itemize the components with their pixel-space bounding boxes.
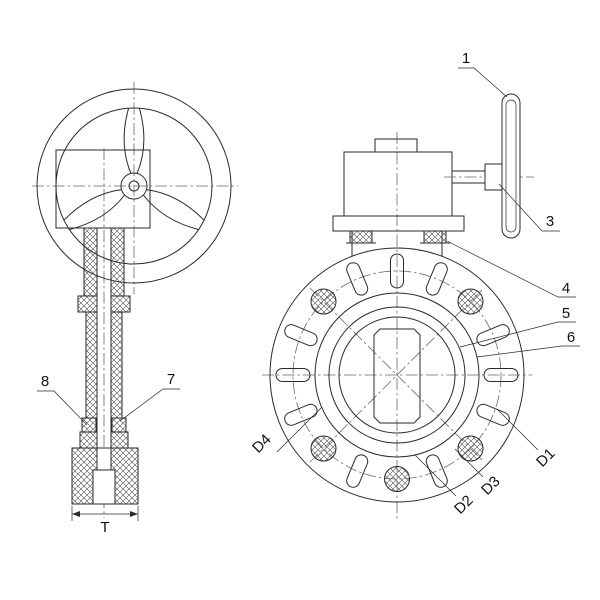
gearbox-body: [343, 151, 453, 217]
body-collar-right: [110, 295, 131, 313]
spoke-lower-left: [63, 189, 122, 221]
leader-line-d1: [496, 408, 539, 451]
handwheel-rim-edge: [501, 93, 521, 239]
leader-line-d2: [414, 454, 457, 497]
dim-label-d4: D4: [249, 431, 275, 457]
mounting-plate: [332, 215, 465, 232]
leader-line-6: [476, 345, 580, 358]
t-dimension: T: [71, 506, 139, 536]
leader-line-d4: [276, 406, 323, 453]
seal-gland-left: [81, 417, 97, 433]
part-label-6: 6: [567, 329, 575, 346]
bolt-slot: [425, 454, 448, 488]
hatched-hole: [310, 435, 337, 462]
spoke-up: [136, 108, 145, 174]
bolt-slot: [483, 368, 519, 382]
dimension-arrow-right: [130, 511, 138, 517]
leader-line-7: [119, 388, 180, 422]
bolt-slot: [346, 454, 369, 488]
part-label-1: 1: [462, 50, 470, 67]
mounting-bolt-right: [423, 230, 447, 244]
hatched-hole: [457, 288, 484, 315]
hatched-hole: [457, 435, 484, 462]
body-transition-right: [110, 431, 129, 449]
body-transition-left: [79, 431, 98, 449]
spoke-lower-right: [143, 194, 199, 231]
bolt-slot: [390, 253, 404, 289]
hatched-hole: [310, 288, 337, 315]
dim-label-d2: D2: [451, 492, 477, 518]
bolt-slot: [284, 403, 318, 426]
gearbox-front: [332, 138, 465, 256]
inner-circle-2: [328, 306, 466, 444]
bolt-slot: [284, 324, 318, 347]
bottom-bore: [92, 469, 116, 505]
spoke-up: [123, 108, 132, 174]
bolt-slot: [425, 262, 448, 296]
dim-label-d3: D3: [478, 473, 504, 499]
gearbox-top-cap: [374, 138, 418, 153]
leader-line-d3: [454, 448, 484, 478]
side-view: T 8 7: [32, 82, 238, 536]
body-section-upper-left: [83, 227, 98, 297]
bolt-slot: [346, 262, 369, 296]
side-view-part-labels: 8 7: [37, 371, 180, 426]
handwheel-inner-rim: [55, 107, 213, 265]
part-label-8: 8: [41, 373, 49, 390]
flange-outer-circle: [269, 247, 525, 503]
leader-line-3: [498, 183, 560, 232]
spoke-lower-left: [69, 194, 125, 231]
dim-label-t: T: [100, 519, 109, 536]
flange: [269, 247, 525, 503]
handwheel-hub-edge: [484, 163, 503, 191]
part-label-7: 7: [167, 371, 175, 388]
part-label-5: 5: [562, 305, 570, 322]
body-section-lower-right: [110, 311, 123, 419]
handwheel-rim-inner: [505, 99, 517, 233]
mounting-bolt-left: [349, 230, 373, 244]
bolt-slot: [476, 324, 510, 347]
body-section-upper-right: [110, 227, 125, 297]
inner-circle-1: [314, 292, 480, 458]
bolt-slot: [476, 403, 510, 426]
dimension-arrow-left: [72, 511, 80, 517]
valve-body-section: [71, 227, 139, 505]
handwheel-outer-rim: [36, 88, 232, 284]
leader-line-1: [458, 67, 508, 98]
handwheel-front: [36, 88, 232, 284]
leader-line-4: [446, 240, 576, 298]
spoke-lower-right: [146, 189, 205, 221]
leader-line-8: [37, 390, 88, 426]
handwheel-hub: [120, 172, 148, 200]
leader-line-5: [459, 321, 576, 348]
bolt-circle: [292, 270, 502, 480]
body-collar-left: [77, 295, 98, 313]
handwheel-hub-bore: [128, 180, 140, 192]
hatched-hole: [384, 466, 410, 492]
body-section-lower-left: [85, 311, 98, 419]
inner-circle-3: [338, 316, 456, 434]
gearbox-side-body: [55, 149, 151, 229]
front-view: D4 D1 D3 D2 1 3 4 5 6: [249, 50, 580, 520]
part-label-4: 4: [562, 280, 570, 297]
stem-channel-lower: [96, 447, 112, 471]
front-view-part-labels: 1 3 4 5 6: [446, 50, 580, 358]
stem-boss: [373, 328, 421, 424]
part-label-3: 3: [546, 213, 554, 230]
bolt-slot: [275, 368, 311, 382]
seal-gland-right: [111, 417, 127, 433]
